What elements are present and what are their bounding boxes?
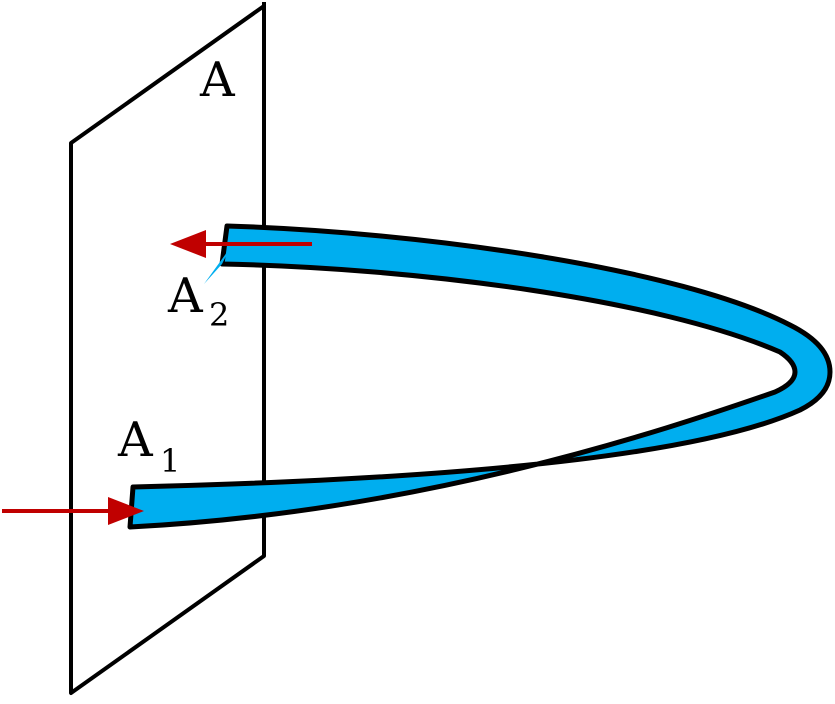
plane-a (69, 4, 266, 695)
outlet-arrow-head (170, 230, 206, 258)
label-a1-subscript: 1 (160, 442, 180, 480)
label-a1: A (117, 412, 154, 468)
label-a2: A (167, 268, 204, 324)
label-plane-a: A (199, 52, 236, 108)
label-a2-subscript: 2 (209, 296, 229, 334)
stream-tube (127, 223, 833, 530)
outlet-wedge (204, 248, 230, 284)
inlet-arrow-head (108, 497, 144, 525)
